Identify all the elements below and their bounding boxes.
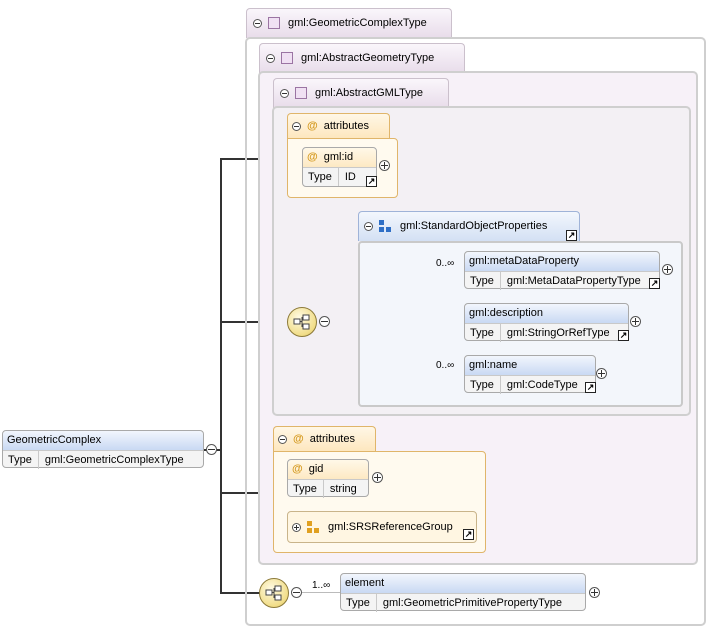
attribute-name: gid bbox=[308, 463, 324, 475]
group-name: gml:StandardObjectProperties bbox=[400, 220, 548, 232]
attribute-icon: @ bbox=[307, 120, 318, 132]
cardinality-label: 1..∞ bbox=[312, 580, 331, 591]
element-metadata-property[interactable]: gml:metaDataProperty Type gml:MetaDataPro… bbox=[464, 251, 660, 290]
type-label: Type bbox=[341, 594, 377, 612]
type-label: Type bbox=[465, 272, 501, 290]
attribute-icon: @ bbox=[307, 151, 318, 163]
element-geometric-primitive[interactable]: element Type gml:GeometricPrimitiveProper… bbox=[340, 573, 586, 612]
expand-icon[interactable] bbox=[630, 316, 641, 327]
type-value: string bbox=[329, 483, 357, 495]
expand-icon[interactable] bbox=[379, 160, 390, 171]
element-name: gml:description bbox=[465, 304, 628, 324]
connector-seq1 bbox=[220, 321, 288, 323]
type-value: ID bbox=[344, 171, 356, 183]
link-arrow-icon[interactable]: ↗ bbox=[585, 382, 596, 393]
complex-type-icon bbox=[281, 52, 293, 65]
type-tab-abstract-geometry[interactable]: gml:AbstractGeometryType bbox=[259, 43, 465, 73]
attribute-gml-id[interactable]: @ gml:id Type ID ↗ bbox=[302, 147, 377, 187]
type-label: Type bbox=[288, 480, 324, 498]
attribute-icon: @ bbox=[293, 433, 304, 445]
connector-gid bbox=[220, 492, 288, 494]
expand-icon[interactable] bbox=[589, 587, 600, 598]
type-value: gml:MetaDataPropertyType bbox=[506, 275, 641, 287]
type-value: gml:CodeType bbox=[506, 379, 578, 391]
root-collapse-icon[interactable] bbox=[206, 444, 217, 455]
collapse-icon[interactable] bbox=[253, 18, 262, 28]
type-box-geometric-complex bbox=[245, 37, 706, 626]
connector-element-seq bbox=[220, 592, 260, 594]
group-tab-standard-object-properties[interactable]: gml:StandardObjectProperties ↗ bbox=[358, 211, 580, 241]
sequence-compositor-icon[interactable] bbox=[287, 307, 317, 337]
complex-type-icon bbox=[268, 17, 280, 30]
collapse-icon[interactable] bbox=[266, 53, 275, 63]
link-arrow-icon[interactable]: ↗ bbox=[649, 278, 660, 289]
attributes-tab-geometry[interactable]: @ attributes bbox=[273, 426, 376, 452]
complex-type-icon bbox=[295, 87, 307, 100]
attribute-group-name: gml:SRSReferenceGroup bbox=[328, 521, 453, 533]
type-value: gml:GeometricPrimitivePropertyType bbox=[382, 597, 562, 609]
link-arrow-icon[interactable]: ↗ bbox=[566, 230, 577, 241]
sequence-collapse-icon[interactable] bbox=[319, 316, 330, 327]
expand-icon[interactable] bbox=[596, 368, 607, 379]
cardinality-label: 0..∞ bbox=[436, 258, 455, 269]
element-name: gml:metaDataProperty bbox=[465, 252, 659, 272]
element-name-code[interactable]: gml:name Type gml:CodeType ↗ bbox=[464, 355, 596, 394]
attribute-group-srs-reference[interactable]: gml:SRSReferenceGroup ↗ bbox=[287, 511, 477, 543]
attributes-label: attributes bbox=[323, 120, 369, 132]
attributes-tab-gml[interactable]: @ attributes bbox=[287, 113, 390, 139]
link-arrow-icon[interactable]: ↗ bbox=[463, 529, 474, 540]
element-name: element bbox=[341, 574, 585, 594]
link-arrow-icon[interactable]: ↗ bbox=[618, 330, 629, 341]
type-label: Type bbox=[3, 451, 39, 469]
type-label: Type bbox=[465, 376, 501, 394]
root-element-name: GeometricComplex bbox=[3, 431, 203, 451]
connector-gmlid bbox=[220, 158, 288, 160]
attribute-icon: @ bbox=[292, 463, 303, 475]
type-name: gml:GeometricComplexType bbox=[288, 17, 427, 29]
expand-icon[interactable] bbox=[372, 472, 383, 483]
type-tab-abstract-gml[interactable]: gml:AbstractGMLType bbox=[273, 78, 449, 108]
attribute-group-icon bbox=[307, 521, 319, 534]
expand-icon[interactable] bbox=[292, 522, 301, 532]
expand-icon[interactable] bbox=[662, 264, 673, 275]
type-value: gml:GeometricComplexType bbox=[44, 454, 184, 466]
group-icon bbox=[379, 220, 391, 233]
collapse-icon[interactable] bbox=[364, 221, 373, 231]
attribute-name: gml:id bbox=[323, 151, 354, 163]
type-label: Type bbox=[303, 168, 339, 186]
type-label: Type bbox=[465, 324, 501, 342]
sequence-compositor-icon[interactable] bbox=[259, 578, 289, 608]
connector-element bbox=[302, 592, 342, 593]
attribute-gid[interactable]: @ gid Type string bbox=[287, 459, 369, 498]
collapse-icon[interactable] bbox=[280, 88, 289, 98]
cardinality-label: 0..∞ bbox=[436, 360, 455, 371]
sequence-collapse-icon[interactable] bbox=[291, 587, 302, 598]
link-arrow-icon[interactable]: ↗ bbox=[366, 176, 377, 187]
attributes-label: attributes bbox=[309, 433, 355, 445]
root-element-geometric-complex[interactable]: GeometricComplex Type gml:GeometricComple… bbox=[2, 430, 204, 469]
type-name: gml:AbstractGeometryType bbox=[301, 52, 435, 64]
type-value: gml:StringOrRefType bbox=[506, 327, 610, 339]
connector-main-vertical bbox=[220, 159, 222, 593]
type-tab-geometric-complex[interactable]: gml:GeometricComplexType bbox=[246, 8, 452, 38]
type-name: gml:AbstractGMLType bbox=[315, 87, 423, 99]
collapse-icon[interactable] bbox=[278, 434, 287, 444]
collapse-icon[interactable] bbox=[292, 121, 301, 131]
element-name: gml:name bbox=[465, 356, 595, 376]
